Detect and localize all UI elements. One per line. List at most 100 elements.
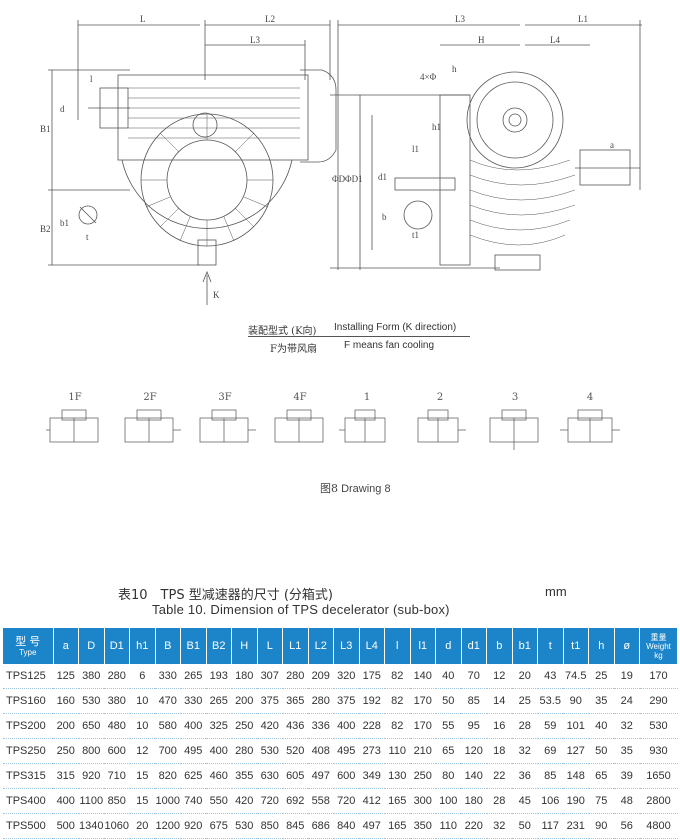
header-col: l1: [410, 628, 436, 664]
table-cell: 100: [435, 788, 461, 814]
dim-phiD1: ΦD1: [345, 174, 363, 184]
table-cell: 14: [486, 688, 512, 714]
table-cell: 280: [282, 664, 308, 689]
table-cell: 495: [333, 738, 359, 764]
table-cell: 280: [308, 688, 334, 714]
table-cell: 22: [486, 763, 512, 789]
table-cell: 40: [435, 664, 461, 689]
table-cell: 436: [282, 713, 308, 739]
assembly-forms: [46, 409, 620, 450]
table-cell: 140: [410, 664, 436, 689]
header-col: a: [53, 628, 79, 664]
header-col: t1: [563, 628, 589, 664]
table-cell: 101: [563, 713, 589, 739]
table-cell: 365: [282, 688, 308, 714]
table-cell: 355: [231, 763, 257, 789]
table-cell: 106: [537, 788, 563, 814]
table-cell-type: TPS500: [3, 813, 53, 839]
dim-4-phi: 4×Φ: [420, 72, 437, 82]
table-cell: 497: [308, 763, 334, 789]
table-cell: 800: [78, 738, 104, 764]
dim-H: H: [478, 35, 485, 45]
table-cell: 170: [410, 688, 436, 714]
table-cell: 350: [410, 813, 436, 839]
table-cell: 500: [53, 813, 79, 839]
table-cell: 117: [537, 813, 563, 839]
table-cell: 400: [206, 738, 232, 764]
table-cell: 18: [486, 738, 512, 764]
header-type: 型 号 Type: [3, 628, 54, 664]
table-cell: 20: [129, 813, 155, 839]
dim-b: b: [382, 212, 387, 222]
dim-B1: B1: [40, 124, 51, 134]
caption-divider: [248, 336, 470, 337]
header-col: b1: [512, 628, 538, 664]
table-cell: 420: [231, 788, 257, 814]
view-arrow-label: K: [213, 290, 220, 300]
header-col: B2: [206, 628, 232, 664]
table-cell-type: TPS200: [3, 713, 53, 739]
table-cell: 16: [486, 713, 512, 739]
header-col: h: [588, 628, 615, 664]
table-cell: 650: [78, 713, 104, 739]
table-cell: 325: [206, 713, 232, 739]
table-cell: 50: [588, 738, 614, 764]
table-cell: 120: [461, 738, 487, 764]
table-cell: 170: [410, 713, 436, 739]
dim-d1: d1: [378, 172, 387, 182]
table-cell: 265: [206, 688, 232, 714]
table-cell: 625: [180, 763, 206, 789]
dim-h1: h1: [432, 122, 441, 132]
table-cell: 175: [359, 664, 385, 689]
table-cell: 930: [639, 738, 678, 764]
dim-l1: l1: [412, 144, 419, 154]
table-cell: 845: [282, 813, 308, 839]
table-cell: 400: [180, 713, 206, 739]
header-col: L: [257, 628, 283, 664]
table-title-zh: 表10 TPS 型减速器的尺寸 (分箱式): [118, 588, 333, 603]
table-cell: 50: [512, 813, 538, 839]
header-weight-en: Weight: [646, 641, 671, 651]
table-cell: 380: [104, 688, 130, 714]
table-cell: 550: [206, 788, 232, 814]
table-cell: 700: [155, 738, 181, 764]
table-cell: 190: [563, 788, 589, 814]
table-cell: 85: [537, 763, 563, 789]
form-label-4F: 4F: [293, 392, 307, 403]
caption-installing-form-zh: 装配型式 (K向): [248, 326, 317, 337]
table-cell: 180: [461, 788, 487, 814]
table-cell: 1000: [155, 788, 181, 814]
dim-phiD: ΦD: [332, 174, 346, 184]
table-cell: 82: [384, 664, 410, 689]
form-label-3F: 3F: [218, 392, 232, 403]
table-cell: 420: [257, 713, 283, 739]
table-cell: 25: [512, 688, 538, 714]
table-cell: 580: [155, 713, 181, 739]
form-label-1: 1: [363, 392, 371, 403]
table-cell: 375: [257, 688, 283, 714]
dim-t1: t1: [412, 230, 419, 240]
table-cell: 25: [588, 664, 614, 689]
table-cell: 32: [486, 813, 512, 839]
table-cell-type: TPS160: [3, 688, 53, 714]
table-cell: 470: [155, 688, 181, 714]
dim-a: a: [610, 140, 614, 150]
table-cell: 39: [614, 763, 640, 789]
table-cell: 280: [231, 738, 257, 764]
table-cell: 265: [180, 664, 206, 689]
table-cell: 170: [639, 664, 678, 689]
table-cell: 530: [257, 738, 283, 764]
table-cell: 330: [155, 664, 181, 689]
dim-L: L: [140, 14, 146, 24]
table-cell: 300: [410, 788, 436, 814]
table-cell: 630: [257, 763, 283, 789]
table-cell-type: TPS125: [3, 664, 53, 689]
table-cell: 349: [359, 763, 385, 789]
table-cell: 250: [410, 763, 436, 789]
